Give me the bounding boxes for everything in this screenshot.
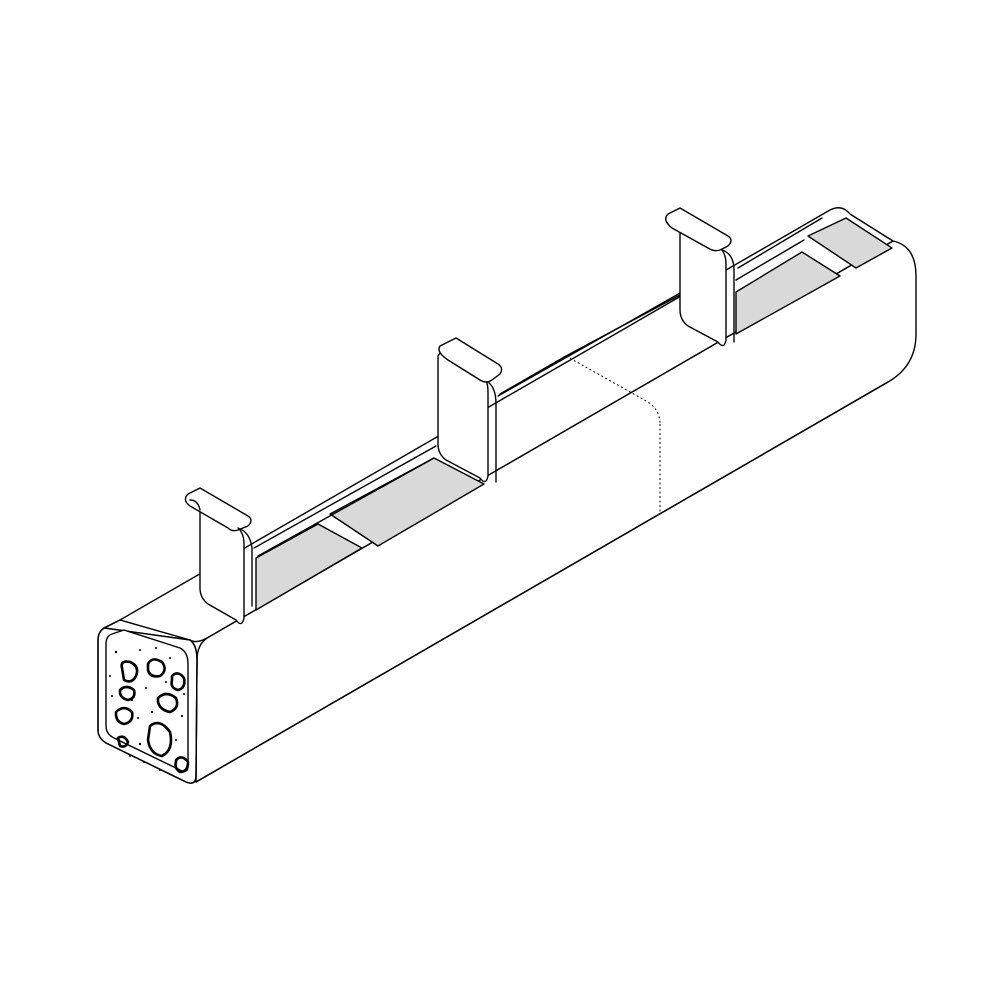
beam-bottom-edge [195,381,889,783]
top-windows [255,217,893,611]
hanger-tab-3 [665,207,735,347]
beam-side-face [195,240,917,783]
hanger-tab-3-upright [679,225,727,347]
hanger-tab-1 [184,487,253,625]
aggregate-9 [116,735,130,748]
channel-window-4 [807,217,893,269]
aggregate-1 [120,660,139,683]
aggregate-3 [170,672,186,692]
aggregate-8 [174,756,190,774]
aggregate-specks [109,647,185,771]
aggregate-5 [114,706,134,726]
aggregate-4 [156,692,179,714]
channel-lines [253,217,823,557]
aggregate-7 [118,685,136,702]
beam-cross-section [97,619,198,784]
aggregate-2 [146,658,166,678]
hanger-tab-1-upright [199,507,245,625]
hanger-tab-1-lip [184,487,252,532]
channel-window-1 [255,523,363,611]
sleeve-edge-top [499,293,683,395]
hanger-tab-3-lip [665,207,732,252]
splice-seam [499,293,683,514]
sleeve-seam-top [565,355,661,425]
hanger-tab-2 [437,337,503,483]
aggregate-6 [146,721,173,758]
channel-window-3 [735,251,841,335]
end-outer-shell [97,619,198,784]
end-inner-core [105,629,189,773]
